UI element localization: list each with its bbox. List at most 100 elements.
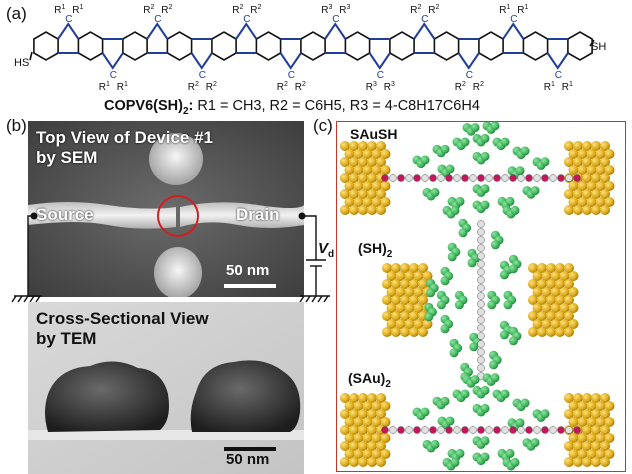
substituent-label-8-1: R2 [428,4,439,16]
substituent-label-7-0: R3 [366,81,377,93]
bridge-bond-7 [368,52,391,70]
bridge-carbon-1: C [110,70,117,81]
gold-electrode-left-1 [340,141,391,215]
tem-title-line2: by TEM [36,329,97,348]
bottom-gate-electrode [154,247,202,297]
substituent-label-1-1: R1 [117,81,128,93]
bridge-bond-2 [146,22,169,40]
sem-title: Top View of Device #1 by SEM [36,128,213,168]
right-end-group: SH [591,41,606,53]
benzene-ring-2 [122,31,148,61]
gold-electrode-left-2 [382,263,433,337]
left-thiol-bond [29,51,33,61]
bridge-bond-10 [502,22,525,40]
bridge-carbon-10: C [510,14,517,25]
voltage-symbol: V [318,240,329,257]
model-label-saush-text: SAuSH [350,126,398,142]
drain-label: Drain [236,205,280,224]
panel-label-b: (b) [6,116,27,135]
r1-definition: R1 = CH3, [197,98,266,114]
substituent-label-8-0: R2 [410,4,421,16]
r2-definition: R2 = C6H5, [269,98,346,114]
bridge-bond-4 [235,22,258,40]
bridge-carbon-8: C [421,14,428,25]
molecule-sh2 [424,218,522,382]
substituent-label-5-0: R2 [277,81,288,93]
substituent-label-11-0: R1 [544,81,555,93]
bridge-bond-3 [190,52,213,70]
substituent-label-10-0: R1 [499,4,510,16]
bridge-carbon-4: C [243,14,250,25]
model-label-saush: SAuSH [350,126,397,142]
molecular-models [340,122,615,471]
drain-electrode [180,202,304,228]
tem-title-line1: Cross-Sectional View [36,309,209,328]
sem-scale-label: 50 nm [226,262,270,279]
tem-left-electrode [45,361,169,432]
top-gate-electrode [149,133,203,185]
model-label-sh2: (SH)2 [358,240,392,260]
bridge-carbon-7: C [377,70,384,81]
benzene-ring-5 [255,31,282,61]
models-frame [336,121,626,472]
bridge-bond-5 [279,52,302,70]
left-end-group: HS [14,57,29,69]
benzene-ring-7 [344,31,371,61]
substituent-label-0-0: R1 [54,4,65,16]
substituent-label-4-1: R2 [250,4,261,16]
model-label-sau2: (SAu)2 [348,370,391,390]
molecule-saush [381,122,581,219]
substituent-label-3-0: R2 [188,81,199,93]
bridge-bond-9 [457,52,480,70]
substituent-label-9-1: R2 [473,81,484,93]
voltage-sub: d [328,249,335,260]
benzene-ring-10 [478,31,504,61]
substituent-label-10-1: R1 [517,4,528,16]
bridge-bond-0 [57,22,80,40]
panel-label-a: (a) [6,4,27,23]
substituent-label-9-0: R2 [455,81,466,93]
bridge-bond-1 [101,52,124,70]
benzene-ring-9 [433,31,460,61]
benzene-ring-11 [522,31,549,61]
r3-definition: R3 = 4-C8H17C6H4 [349,98,480,114]
sem-image [28,121,304,297]
substituent-label-5-1: R2 [295,81,306,93]
tem-title: Cross-Sectional View by TEM [36,309,209,349]
tem-right-electrode [190,360,301,432]
substituent-label-11-1: R1 [562,81,573,93]
bridge-carbon-5: C [288,70,295,81]
bridge-bond-8 [413,22,436,40]
benzene-ring-3 [166,31,193,61]
benzene-ring-1 [77,31,104,61]
circuit-diagram [11,212,330,303]
benzene-ring-8 [389,31,415,61]
substituent-label-3-1: R2 [206,81,217,93]
formula-line: COPV6(SH)2: R1 = CH3, R2 = C6H5, R3 = 4-… [104,98,480,117]
compound-name: COPV6(SH) [104,98,183,114]
source-label: Source [36,205,94,224]
bridge-carbon-0: C [65,14,72,25]
model-label-sau2-text: (SAu) [348,370,386,386]
substituent-label-2-0: R2 [143,4,154,16]
bridge-carbon-9: C [466,70,473,81]
model-label-sh2-text: (SH) [358,240,387,256]
substituent-label-7-1: R3 [384,81,395,93]
tem-image [28,302,304,474]
substituent-label-6-0: R3 [321,4,332,16]
source-electrode [28,202,176,229]
substituent-label-1-0: R1 [99,81,110,93]
sem-scale-bar [224,284,276,288]
benzene-ring-4 [211,31,237,61]
bridge-carbon-2: C [154,14,161,25]
molecule-sau2 [381,373,581,471]
sem-title-line2: by SEM [36,148,98,167]
bridge-bond-11 [546,52,569,70]
tem-scale-label: 50 nm [226,451,270,468]
compound-name-sub: 2 [182,105,189,117]
substituent-label-4-0: R2 [232,4,243,16]
substituent-label-6-1: R3 [339,4,350,16]
gold-electrode-right-1 [564,141,615,215]
model-label-sau2-sub: 2 [385,378,391,390]
